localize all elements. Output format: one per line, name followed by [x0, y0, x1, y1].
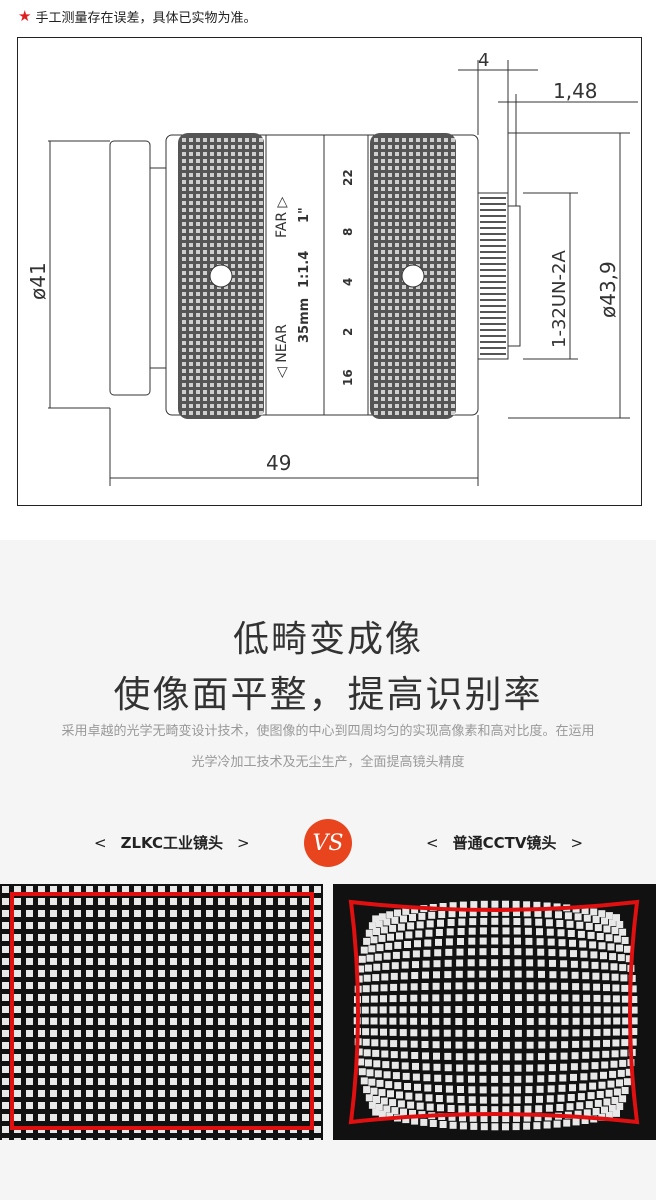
focus-scale-number: 2 [341, 328, 355, 336]
dim-top2: 1,48 [553, 79, 598, 103]
left-lens-label: < ZLKC工业镜头 > [80, 832, 264, 853]
ring-near: ◁ NEAR [274, 324, 290, 378]
dim-bottom: 49 [266, 451, 291, 475]
ring-focal: 35mm [297, 298, 312, 343]
feature-title-1: 低畸变成像 [232, 619, 423, 660]
left-label-text: ZLKC工业镜头 [120, 834, 223, 852]
arrow-left-icon: < [426, 833, 439, 852]
distorted-grid-svg [348, 899, 640, 1131]
star-icon: ★ [18, 7, 32, 25]
dim-top: 4 [478, 50, 489, 71]
dim-left: ø41 [26, 262, 50, 300]
straight-grid-svg [2, 886, 321, 1140]
dim-thread: 1-32UN-2A [549, 250, 570, 348]
dim-right: ø43,9 [596, 261, 620, 318]
arrow-left-icon: < [94, 833, 107, 852]
feature-desc-1: 采用卓越的光学无畸变设计技术，使图像的中心到四周均匀的实现高像素和高对比度。在运… [61, 724, 595, 739]
cctv-grid-image [333, 884, 656, 1140]
zlkc-grid-image [0, 884, 323, 1140]
arrow-right-icon: > [570, 833, 584, 852]
right-lens-label: < 普通CCTV镜头 > [412, 832, 597, 853]
notice: ★ 手工测量存在误差，具体已实物为准。 [18, 6, 256, 26]
ring-aperture: 1:1.4 [297, 251, 312, 288]
right-label-text: 普通CCTV镜头 [452, 834, 557, 852]
distortion-frame [348, 899, 640, 1125]
focus-scale-number: 4 [341, 278, 355, 286]
arrow-right-icon: > [236, 833, 250, 852]
feature-desc-2: 光学冷加工技术及无尘生产，全面提高镜头精度 [191, 755, 465, 770]
focus-scale-number: 8 [341, 228, 355, 236]
lens-drawing-svg: 4 1,48 ø41 ø43,9 1-32UN-2A 49 ◁ NEAR FAR… [26, 50, 638, 486]
focus-scale-number: 16 [341, 369, 355, 386]
distortion-section: 低畸变成像 使像面平整，提高识别率 采用卓越的光学无畸变设计技术，使图像的中心到… [0, 540, 656, 1200]
focus-scale-number: 22 [341, 169, 355, 186]
notice-text: 手工测量存在误差，具体已实物为准。 [35, 10, 257, 26]
lens-dimension-drawing: 4 1,48 ø41 ø43,9 1-32UN-2A 49 ◁ NEAR FAR… [17, 37, 642, 506]
ring-format: 1" [297, 207, 312, 223]
feature-title-2: 使像面平整，提高识别率 [113, 673, 543, 716]
vs-badge: VS [304, 819, 352, 867]
ring-far: FAR ▷ [274, 196, 290, 238]
reference-frame [10, 892, 314, 1130]
